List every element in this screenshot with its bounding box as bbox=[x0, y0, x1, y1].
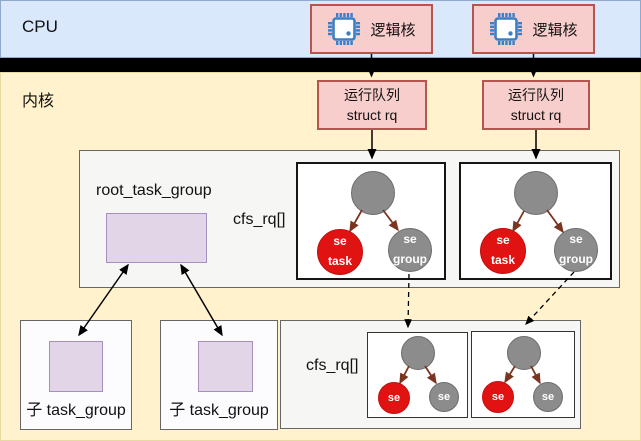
se-task-node: se bbox=[482, 381, 514, 413]
sched-entity-root-node bbox=[351, 171, 395, 215]
cpu-kernel-divider-bar bbox=[0, 58, 641, 72]
se-group-node: se bbox=[533, 382, 563, 412]
se-text: se bbox=[496, 233, 510, 248]
cpu-chip-icon bbox=[490, 13, 523, 45]
se-group-node: se group bbox=[388, 228, 432, 272]
child-task-group-label-2: 子 task_group bbox=[169, 402, 269, 419]
child-task-group-label-1: 子 task_group bbox=[26, 402, 126, 419]
kernel-label: 内核 bbox=[22, 93, 55, 110]
run-queue-box-1: 运行队列 struct rq bbox=[317, 80, 427, 130]
se-text: se bbox=[437, 391, 451, 403]
se-text: se bbox=[333, 234, 347, 249]
se-task-node: se task bbox=[480, 228, 526, 274]
se-text: se bbox=[491, 391, 505, 403]
cpu-label: CPU bbox=[22, 17, 58, 36]
se-text: se bbox=[569, 232, 583, 247]
cfs-rq-array-label-bottom: cfs_rq[] bbox=[306, 357, 359, 374]
group-text: group bbox=[559, 252, 593, 266]
logical-core-label: 逻辑核 bbox=[370, 21, 416, 39]
cfs-rq-array-label-top: cfs_rq[] bbox=[233, 211, 286, 228]
logical-core-box-2: 逻辑核 bbox=[472, 4, 595, 54]
se-task-node: se task bbox=[317, 229, 363, 275]
run-queue-label: 运行队列 bbox=[344, 86, 400, 103]
cpu-chip-icon bbox=[328, 13, 361, 45]
struct-rq-label: struct rq bbox=[346, 107, 398, 123]
child-task-group-rect-1 bbox=[49, 341, 103, 392]
child-task-group-rect-2 bbox=[198, 341, 253, 392]
sched-entity-root-node bbox=[514, 171, 558, 215]
sched-entity-root-node bbox=[401, 336, 435, 370]
se-text: se bbox=[403, 232, 417, 247]
task-text: task bbox=[490, 253, 516, 267]
root-task-group-struct-rect bbox=[106, 213, 207, 263]
run-queue-box-2: 运行队列 struct rq bbox=[482, 80, 590, 130]
logical-core-label: 逻辑核 bbox=[532, 21, 578, 39]
run-queue-label: 运行队列 bbox=[508, 86, 564, 103]
se-task-node: se bbox=[378, 382, 410, 414]
struct-rq-label: struct rq bbox=[510, 107, 562, 123]
se-group-node: se group bbox=[554, 228, 598, 272]
se-text: se bbox=[387, 392, 401, 404]
task-text: task bbox=[327, 254, 353, 268]
group-text: group bbox=[393, 252, 427, 266]
se-text: se bbox=[541, 391, 555, 403]
root-task-group-label: root_task_group bbox=[96, 182, 212, 199]
logical-core-box-1: 逻辑核 bbox=[310, 4, 433, 54]
sched-entity-root-node bbox=[507, 336, 541, 370]
se-group-node: se bbox=[429, 382, 459, 412]
